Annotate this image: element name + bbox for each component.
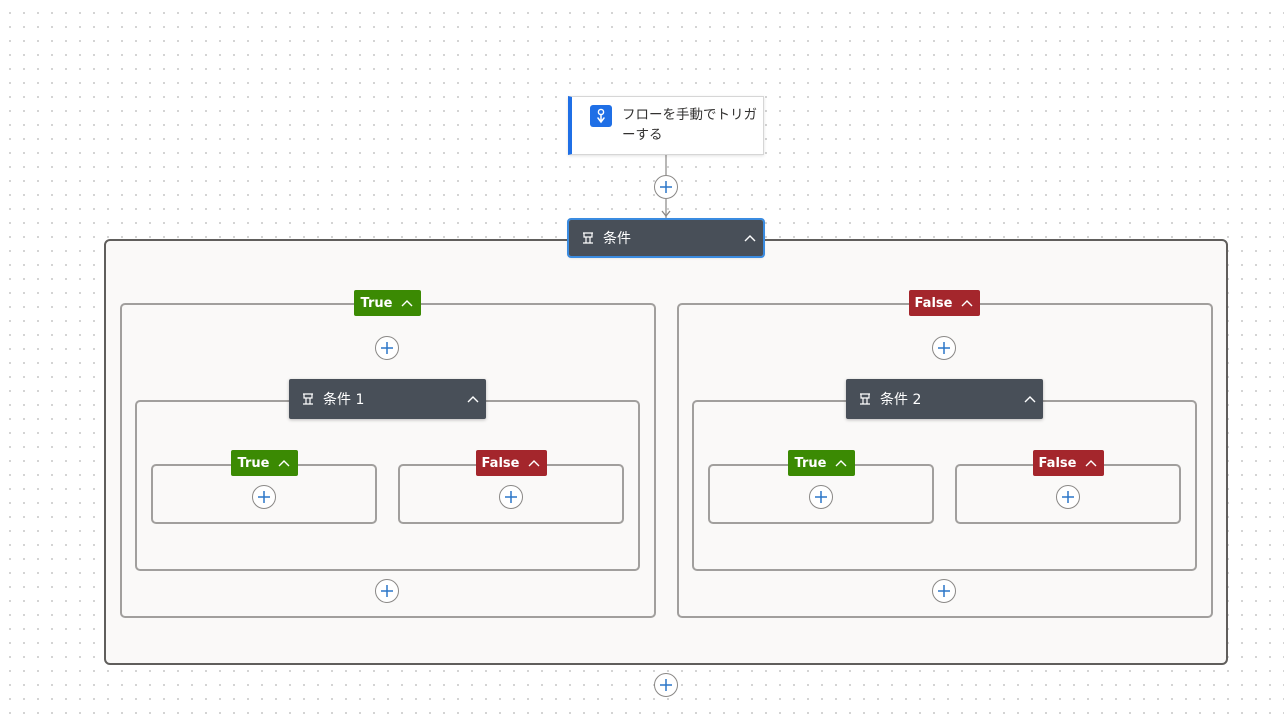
condition-icon [858, 392, 872, 406]
condition-1-title: 条件 1 [323, 392, 365, 408]
plus-icon [938, 585, 950, 597]
condition-2-header[interactable]: 条件 2 [846, 379, 1043, 419]
true-branch-label: True [237, 455, 270, 471]
true-branch-header[interactable]: True [788, 450, 855, 476]
manual-trigger-icon [590, 105, 612, 127]
condition-header[interactable]: 条件 [567, 218, 765, 258]
plus-icon [815, 491, 827, 503]
false-branch-header[interactable]: False [1033, 450, 1104, 476]
plus-icon [258, 491, 270, 503]
add-step-button[interactable] [252, 485, 276, 509]
plus-icon [938, 342, 950, 354]
plus-icon [1062, 491, 1074, 503]
true-branch-label: True [794, 455, 827, 471]
collapse-chevron-icon[interactable] [737, 220, 763, 256]
trigger-label: フローを手動でトリガーする [622, 107, 757, 143]
trigger-card[interactable]: フローを手動でトリガーする [568, 96, 764, 155]
plus-icon [381, 342, 393, 354]
chevron-up-icon [960, 298, 974, 308]
add-step-button[interactable] [499, 485, 523, 509]
false-branch-label: False [914, 295, 953, 311]
condition-icon [581, 231, 595, 245]
add-step-button[interactable] [809, 485, 833, 509]
plus-icon [660, 679, 672, 691]
false-branch-label: False [481, 455, 520, 471]
chevron-up-icon [834, 458, 848, 468]
chevron-up-icon [400, 298, 414, 308]
plus-icon [660, 181, 672, 193]
plus-icon [381, 585, 393, 597]
collapse-chevron-icon[interactable] [1017, 379, 1043, 419]
add-step-button[interactable] [654, 175, 678, 199]
add-step-button[interactable] [932, 336, 956, 360]
false-branch-label: False [1038, 455, 1077, 471]
add-step-button[interactable] [375, 579, 399, 603]
chevron-up-icon [1084, 458, 1098, 468]
condition-1-header[interactable]: 条件 1 [289, 379, 486, 419]
chevron-up-icon [527, 458, 541, 468]
add-step-button[interactable] [654, 673, 678, 697]
condition-title: 条件 [603, 231, 631, 247]
plus-icon [505, 491, 517, 503]
add-step-button[interactable] [932, 579, 956, 603]
true-branch-header[interactable]: True [354, 290, 421, 316]
collapse-chevron-icon[interactable] [460, 379, 486, 419]
true-branch-label: True [360, 295, 393, 311]
add-step-button[interactable] [375, 336, 399, 360]
add-step-button[interactable] [1056, 485, 1080, 509]
true-branch-header[interactable]: True [231, 450, 298, 476]
false-branch-header[interactable]: False [476, 450, 547, 476]
chevron-up-icon [277, 458, 291, 468]
condition-2-title: 条件 2 [880, 392, 922, 408]
condition-icon [301, 392, 315, 406]
false-branch-header[interactable]: False [909, 290, 980, 316]
